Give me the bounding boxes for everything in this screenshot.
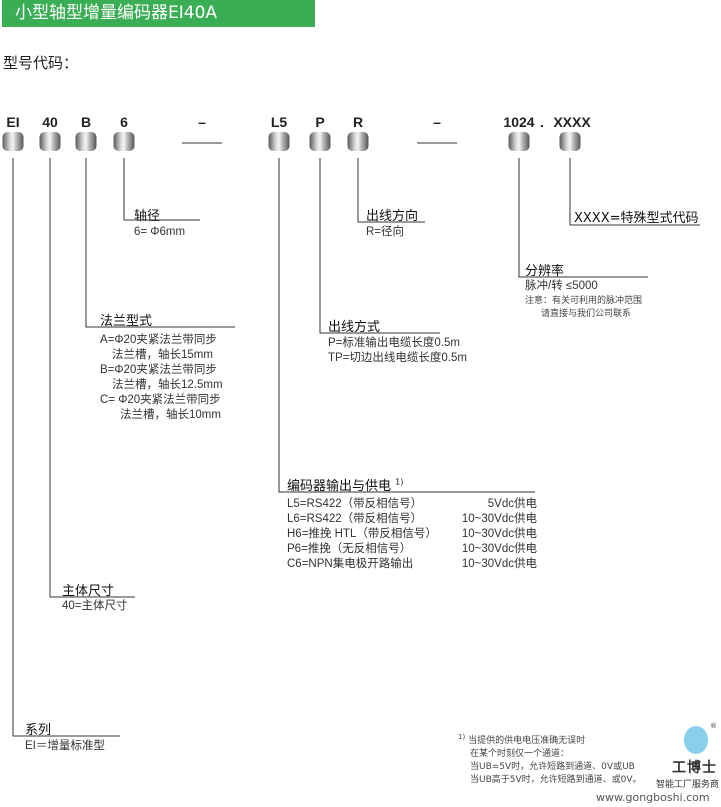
- code-chip: [39, 132, 61, 151]
- cable-option: TP=切边出线电缆长度0.5m: [328, 352, 467, 364]
- code-segment-label: P: [315, 114, 325, 130]
- flange-line: 法兰槽，轴长15mm: [112, 349, 213, 361]
- watermark-url: www.gongboshi.com: [596, 791, 710, 804]
- watermark-brand: 工博士: [672, 760, 717, 776]
- shaft-option: 6= Φ6mm: [134, 226, 186, 238]
- output-row: P6=推挽（无反相信号）10~30Vdc供电: [287, 543, 537, 555]
- code-segment-label: –: [433, 114, 441, 130]
- code-chip: [268, 132, 290, 151]
- code-chip: [559, 132, 581, 151]
- flange-line: 法兰槽，轴长12.5mm: [112, 379, 223, 391]
- code-segment-label: 6: [120, 114, 128, 130]
- flange-line: A=Φ20夹紧法兰带同步: [100, 334, 217, 346]
- flange-line: 法兰槽，轴长10mm: [120, 409, 221, 421]
- resolution-heading: 分辨率: [525, 264, 565, 279]
- special-code-label: XXXX=特殊型式代码: [574, 211, 699, 226]
- code-segment-label: R: [352, 114, 364, 130]
- direction-option: R=径向: [366, 226, 405, 238]
- size-option: 40=主体尺寸: [62, 600, 128, 612]
- code-segment-label: –: [198, 114, 206, 130]
- output-heading: 编码器输出与供电 1): [287, 477, 404, 494]
- code-segment-label: 1024: [503, 114, 535, 130]
- cable-option: P=标准输出电缆长度0.5m: [328, 337, 460, 349]
- resolution-option: 脉冲/转 ≤5000: [525, 280, 598, 292]
- code-segment-label: B: [80, 114, 92, 130]
- code-chip: [309, 132, 331, 151]
- series-option: EI＝增量标准型: [25, 740, 105, 752]
- code-segment-label: 40: [42, 114, 58, 130]
- flange-line: C= Φ20夹紧法兰带同步: [100, 394, 221, 406]
- resolution-note: 注意：有关可利用的脉冲范围: [525, 296, 643, 306]
- code-segment-label: XXXX: [553, 114, 591, 130]
- code-chip: [75, 132, 97, 151]
- direction-heading: 出线方向: [366, 209, 419, 224]
- shaft-heading: 轴径: [134, 209, 161, 224]
- code-segment-label: L5: [270, 114, 288, 130]
- footnote: 1) 当提供的供电电压准确无误时 在某个时刻仅一个通道： 当UB=5V时，允许短…: [458, 733, 642, 785]
- size-heading: 主体尺寸: [62, 584, 115, 599]
- watermark-reg: ®: [710, 722, 717, 730]
- flange-heading: 法兰型式: [100, 314, 153, 329]
- code-chip: [2, 132, 24, 151]
- cable-heading: 出线方式: [328, 320, 381, 335]
- section-subtitle: 型号代码：: [3, 54, 79, 72]
- code-segment-label: EI: [6, 114, 20, 130]
- resolution-note: 请直接与我们公司联系: [541, 309, 632, 319]
- page-title-banner: 小型轴型增量编码器EI40A: [2, 0, 315, 27]
- flange-line: B=Φ20夹紧法兰带同步: [100, 364, 217, 376]
- output-table: L5=RS422（带反相信号）5Vdc供电 L6=RS422（带反相信号）10~…: [287, 497, 537, 572]
- code-dot: .: [540, 114, 544, 130]
- code-chip: [113, 132, 135, 151]
- code-chip: [347, 132, 369, 151]
- watermark-tagline: 智能工厂服务商: [656, 780, 720, 790]
- mascot-logo-icon: [684, 726, 708, 754]
- output-row: H6=推挽 HTL（带反相信号）10~30Vdc供电: [287, 528, 537, 540]
- series-heading: 系列: [25, 723, 52, 738]
- output-row: L6=RS422（带反相信号）10~30Vdc供电: [287, 513, 537, 525]
- output-row: L5=RS422（带反相信号）5Vdc供电: [287, 498, 537, 510]
- code-chip: [508, 132, 530, 151]
